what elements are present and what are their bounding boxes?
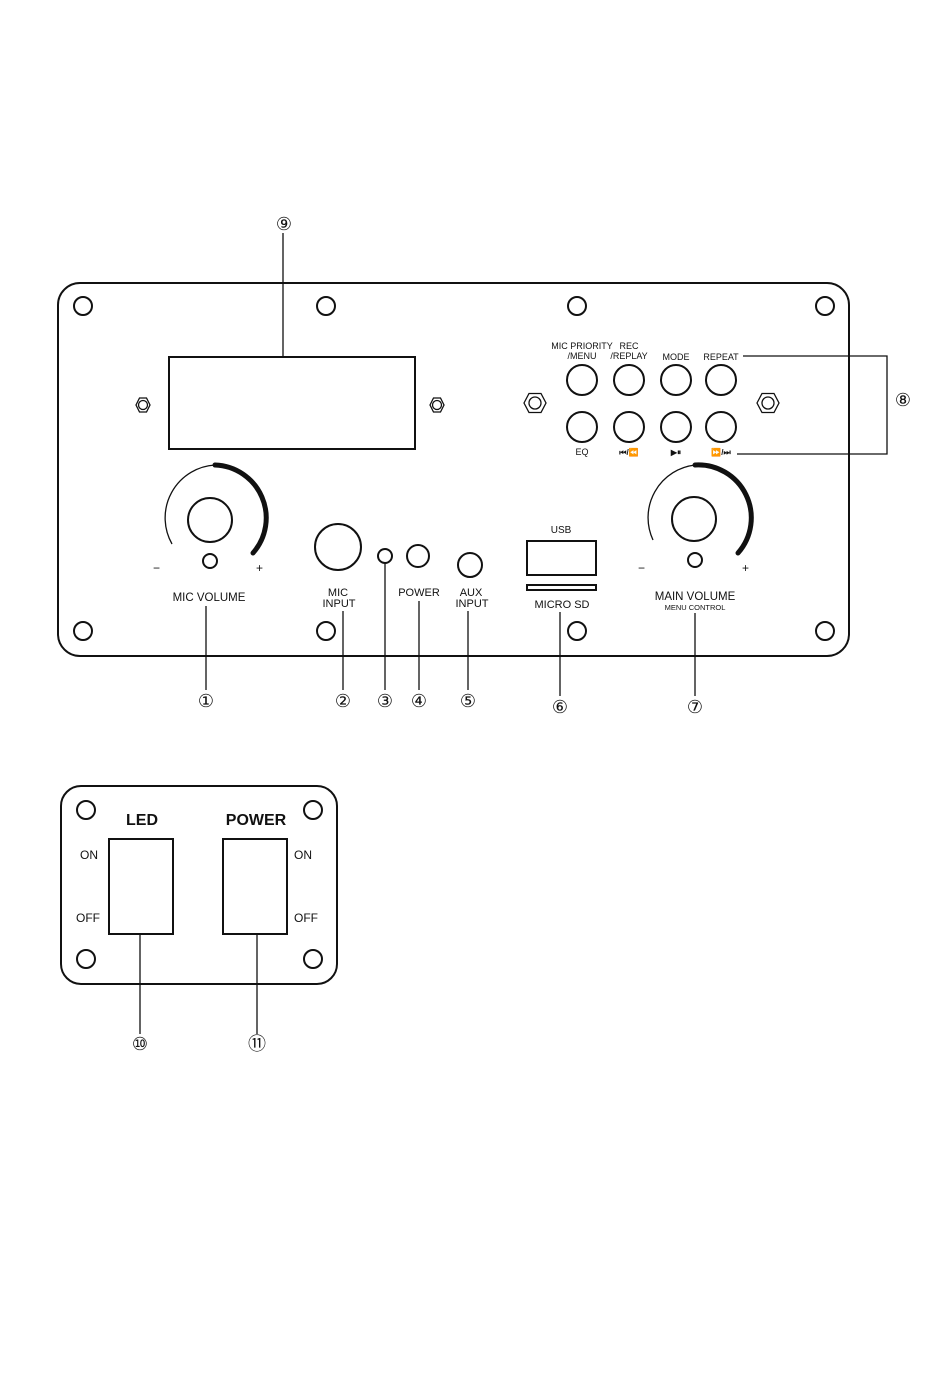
menu-control-label: MENU CONTROL xyxy=(665,603,726,612)
power-switch-title: POWER xyxy=(226,812,287,829)
callout-1: ① xyxy=(198,691,214,711)
repeat-button[interactable] xyxy=(706,365,736,395)
mic-volume-arc-thin xyxy=(165,465,215,544)
screw xyxy=(74,622,92,640)
aux-input-label-2: INPUT xyxy=(456,598,489,610)
mic-priority-menu-button[interactable] xyxy=(567,365,597,395)
led-on-label: ON xyxy=(80,848,98,862)
mic-priority-label-2: /MENU xyxy=(568,351,597,361)
mic-volume-knob[interactable] xyxy=(188,498,232,542)
display-bolt-left xyxy=(136,398,150,412)
callout-11: ⑪ xyxy=(248,1034,266,1054)
power-button[interactable] xyxy=(407,545,429,567)
usb-port[interactable] xyxy=(527,541,596,575)
aux-input-jack[interactable] xyxy=(458,553,482,577)
mic-volume-label: MIC VOLUME xyxy=(173,592,246,604)
display-screen xyxy=(169,357,415,449)
main-volume-knob[interactable] xyxy=(672,497,716,541)
screw xyxy=(304,801,322,819)
screw xyxy=(816,297,834,315)
main-volume-minus: − xyxy=(638,561,645,575)
rec-label-1: REC xyxy=(619,341,639,351)
callout-3: ③ xyxy=(377,691,393,711)
led-switch-title: LED xyxy=(126,812,158,829)
eq-label: EQ xyxy=(575,447,588,457)
play-pause-button[interactable] xyxy=(661,412,691,442)
screw xyxy=(568,622,586,640)
callout-5: ⑤ xyxy=(460,691,476,711)
mic-input-jack[interactable] xyxy=(315,524,361,570)
power-rocker-switch[interactable] xyxy=(223,839,287,934)
screw xyxy=(317,622,335,640)
mode-label: MODE xyxy=(663,352,690,362)
prev-icon: ⏮/⏪ xyxy=(619,447,638,457)
prev-rewind-button[interactable] xyxy=(614,412,644,442)
power-off-label: OFF xyxy=(294,911,318,925)
main-volume-arc-thin xyxy=(648,465,695,540)
screw xyxy=(74,297,92,315)
display-bolt-right xyxy=(430,398,444,412)
rec-label-2: /REPLAY xyxy=(610,351,647,361)
screw xyxy=(77,950,95,968)
mic-volume-plus: + xyxy=(256,561,263,575)
mic-volume-arc-thick xyxy=(215,465,266,553)
led-rocker-switch[interactable] xyxy=(109,839,173,934)
button-bolt-left xyxy=(524,394,546,413)
screw xyxy=(568,297,586,315)
next-forward-button[interactable] xyxy=(706,412,736,442)
eq-button[interactable] xyxy=(567,412,597,442)
button-bolt-right xyxy=(757,394,779,413)
mic-volume-minus: − xyxy=(153,561,160,575)
callout-10: ⑩ xyxy=(132,1034,148,1054)
power-on-label: ON xyxy=(294,848,312,862)
callout-7: ⑦ xyxy=(687,697,703,717)
main-volume-indicator xyxy=(688,553,702,567)
led-off-label: OFF xyxy=(76,911,100,925)
mode-button[interactable] xyxy=(661,365,691,395)
usb-label: USB xyxy=(551,525,572,536)
mic-priority-label-1: MIC PRIORITY xyxy=(551,341,613,351)
screw xyxy=(77,801,95,819)
screw xyxy=(816,622,834,640)
rec-replay-button[interactable] xyxy=(614,365,644,395)
power-led-indicator xyxy=(378,549,392,563)
callout-6: ⑥ xyxy=(552,697,568,717)
main-volume-label: MAIN VOLUME xyxy=(655,591,736,603)
mic-input-label-2: INPUT xyxy=(323,598,356,610)
play-pause-icon: ▶⏸ xyxy=(670,448,681,457)
mic-volume-indicator xyxy=(203,554,217,568)
repeat-label: REPEAT xyxy=(703,352,739,362)
switch-panel-outline xyxy=(61,786,337,984)
screw xyxy=(317,297,335,315)
main-volume-plus: + xyxy=(742,561,749,575)
power-label: POWER xyxy=(398,587,440,599)
callout-9: ⑨ xyxy=(276,214,292,234)
micro-sd-label: MICRO SD xyxy=(535,599,590,611)
callout-4: ④ xyxy=(411,691,427,711)
micro-sd-slot[interactable] xyxy=(527,585,596,590)
screw xyxy=(304,950,322,968)
callout-2: ② xyxy=(335,691,351,711)
callout-8: ⑧ xyxy=(895,390,911,410)
next-icon: ⏩/⏭ xyxy=(711,447,731,457)
callout-8-bracket xyxy=(737,356,887,454)
